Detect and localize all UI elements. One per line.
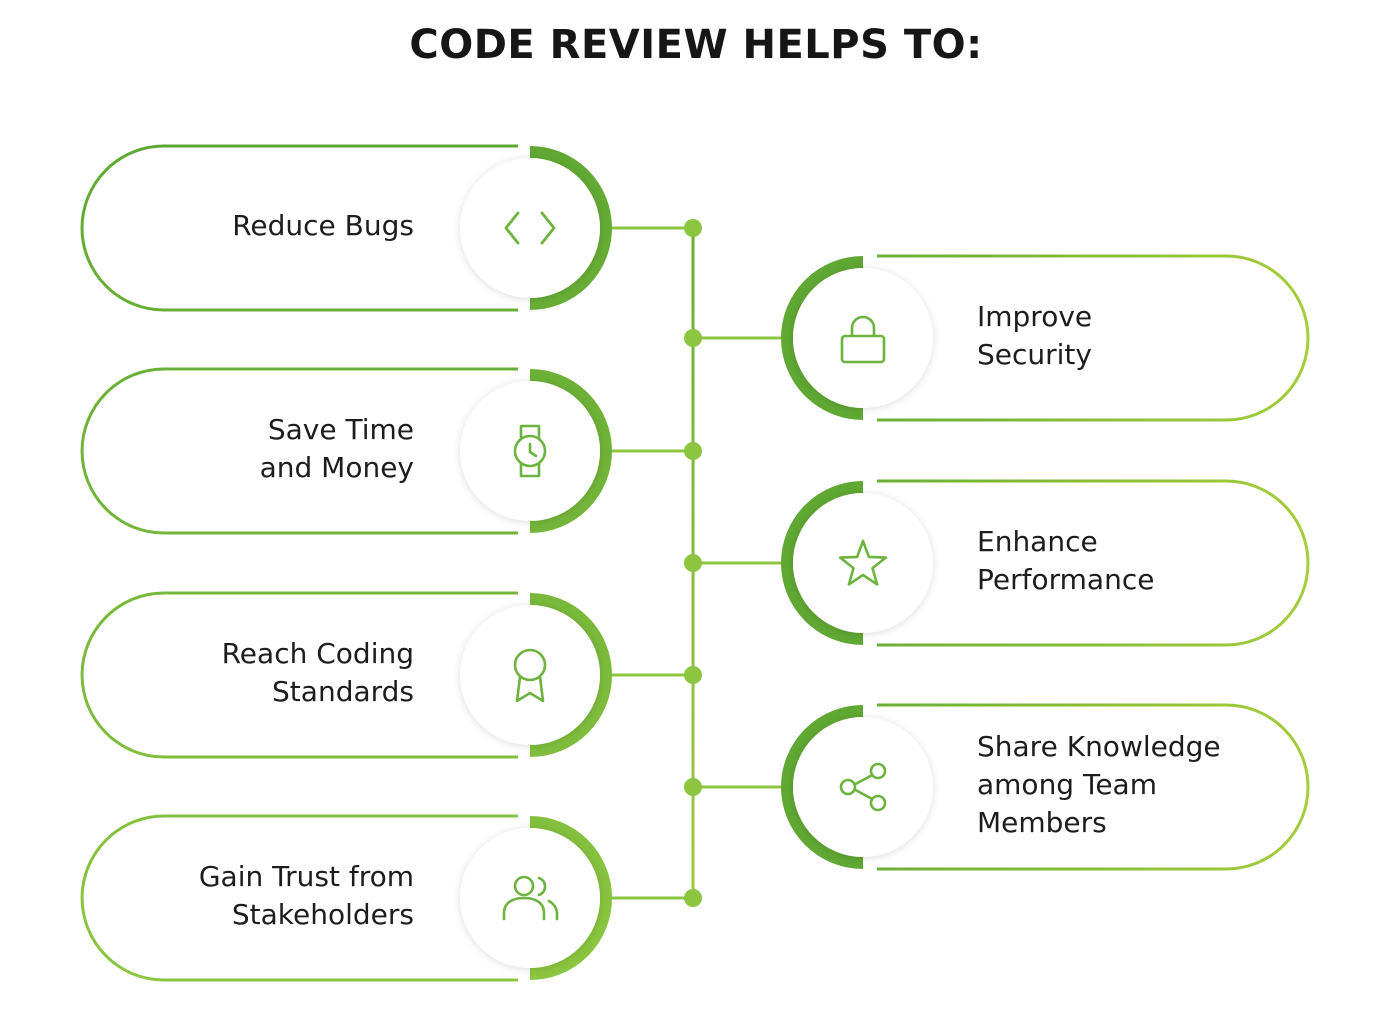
timeline-dot (684, 442, 702, 460)
users-icon (502, 875, 559, 921)
share-icon (839, 762, 887, 812)
timeline-dot (684, 554, 702, 572)
ring-arc (781, 705, 864, 869)
lock-icon (840, 315, 886, 364)
label-line: Standards (272, 675, 414, 708)
icon-circle (460, 605, 600, 745)
left-card (80, 144, 612, 312)
right-card (781, 479, 1310, 647)
award-icon (513, 648, 547, 703)
label-line: Save Time (267, 413, 414, 446)
icon-circle (793, 268, 933, 408)
icon-circle (460, 158, 600, 298)
ring-arc (529, 146, 612, 310)
ring-arc (529, 816, 612, 980)
right-card (781, 254, 1310, 422)
star-icon (838, 539, 888, 586)
timeline-dot (684, 329, 702, 347)
label-line: Share Knowledge (977, 730, 1221, 763)
timeline-dot (684, 219, 702, 237)
icon-circle (793, 493, 933, 633)
ring-arc (781, 256, 864, 420)
label-line: and Money (259, 451, 414, 484)
label-line: Improve (977, 300, 1093, 333)
left-item-label: Save Time and Money (260, 411, 414, 487)
code-icon (504, 211, 556, 245)
label-line: Reach Coding (221, 637, 414, 670)
left-card (80, 591, 612, 759)
label-line: Members (977, 806, 1107, 839)
left-card (80, 367, 612, 535)
label-line: among Team (977, 768, 1157, 801)
label-line: Reduce Bugs (232, 209, 414, 242)
timeline-dot (684, 778, 702, 796)
label-line: Stakeholders (231, 898, 414, 931)
label-line: Security (977, 338, 1092, 371)
left-item-label: Reduce Bugs (232, 207, 414, 245)
ring-arc (529, 369, 612, 533)
icon-circle (793, 717, 933, 857)
watch-icon (513, 424, 547, 478)
label-line: Gain Trust from (198, 860, 414, 893)
ring-arc (781, 481, 864, 645)
ring-arc (529, 593, 612, 757)
left-card (80, 814, 612, 982)
timeline-dot (684, 889, 702, 907)
right-card (781, 703, 1310, 871)
label-line: Enhance (977, 525, 1098, 558)
label-line: Performance (977, 563, 1155, 596)
timeline-dot (684, 666, 702, 684)
page-title: CODE REVIEW HELPS TO: (409, 22, 983, 68)
